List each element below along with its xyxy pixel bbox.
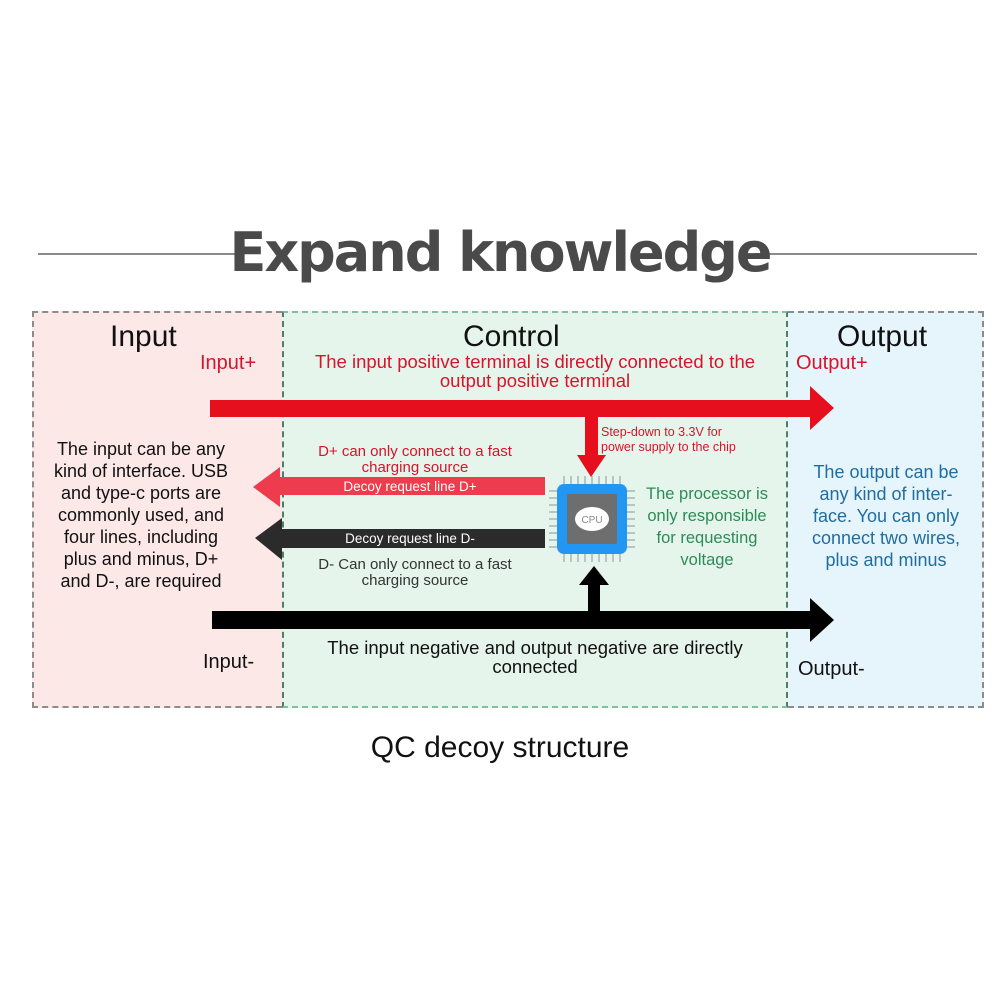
title-rule-left: [38, 253, 243, 255]
input-desc-line: and D-, are required: [60, 571, 222, 591]
input-plus-label: Input+: [200, 352, 257, 374]
processor-note-line: for requesting: [656, 529, 758, 547]
output-desc-line: The output can be: [813, 462, 959, 482]
input-minus-label: Input-: [203, 651, 255, 673]
decoy-dplus-label: Decoy request line D+: [343, 479, 477, 494]
cpu-chip-icon: CPU: [549, 476, 635, 562]
title-rule-right: [755, 253, 977, 255]
output-desc-line: face. You can only: [812, 506, 960, 526]
ground-up-arrow: [579, 566, 609, 611]
processor-note-line: voltage: [680, 551, 734, 569]
processor-note-line: only responsible: [647, 507, 767, 525]
output-panel: [788, 311, 984, 708]
decoy-dplus-arrow: [253, 467, 545, 507]
negative-connection-note: The input negative and output negative a…: [290, 638, 780, 676]
output-desc-line: connect two wires,: [811, 528, 961, 548]
dplus-note-line: D+ can only connect to a fast: [318, 443, 512, 460]
negative-line-arrow: [212, 598, 834, 642]
output-desc-line: plus and minus: [825, 550, 947, 570]
diagram-caption: QC decoy structure: [370, 731, 630, 764]
dminus-note-line: D- Can only connect to a fast: [318, 556, 512, 573]
output-plus-label: Output+: [796, 352, 868, 374]
output-desc-line: any kind of inter-: [819, 484, 953, 504]
input-desc-line: kind of interface. USB: [53, 461, 229, 481]
cpu-label-oval: [575, 507, 609, 531]
processor-note: The processor is only responsible for re…: [636, 483, 778, 571]
dplus-note: D+ can only connect to a fast charging s…: [300, 444, 530, 476]
dminus-note-line: charging source: [361, 572, 469, 589]
input-desc-line: commonly used, and: [57, 505, 225, 525]
dplus-note-line: charging source: [361, 459, 469, 476]
cpu-label: CPU: [581, 515, 602, 526]
processor-note-line: The processor is: [646, 485, 768, 503]
positive-connection-note: The input positive terminal is directly …: [290, 352, 780, 390]
control-panel: [282, 311, 788, 708]
page-title: Expand knowledge: [229, 221, 772, 284]
stepdown-note-line: power supply to the chip: [601, 440, 736, 454]
control-heading: Control: [463, 320, 560, 353]
positive-note-line: The input positive terminal is directly …: [314, 351, 756, 372]
positive-line-arrow: [210, 386, 834, 430]
output-description: The output can be any kind of inter- fac…: [796, 461, 976, 571]
output-heading: Output: [837, 320, 928, 353]
input-description: The input can be any kind of interface. …: [36, 438, 246, 592]
stepdown-note: Step-down to 3.3V for power supply to th…: [601, 425, 736, 455]
output-minus-label: Output-: [798, 658, 865, 680]
input-panel: [32, 311, 282, 708]
decoy-dminus-label: Decoy request line D-: [345, 531, 475, 546]
input-desc-line: The input can be any: [56, 439, 226, 459]
input-desc-line: plus and minus, D+: [63, 549, 219, 569]
negative-note-line: The input negative and output negative a…: [327, 637, 743, 658]
decoy-dminus-arrow: [255, 518, 545, 560]
positive-note-line: output positive terminal: [439, 370, 631, 391]
input-desc-line: four lines, including: [63, 527, 219, 547]
negative-note-line: connected: [492, 656, 578, 677]
stepdown-note-line: Step-down to 3.3V for: [601, 425, 722, 439]
input-desc-line: and type-c ports are: [60, 483, 222, 503]
stepdown-arrow: [577, 417, 606, 477]
input-heading: Input: [110, 320, 177, 353]
dminus-note: D- Can only connect to a fast charging s…: [300, 557, 530, 589]
